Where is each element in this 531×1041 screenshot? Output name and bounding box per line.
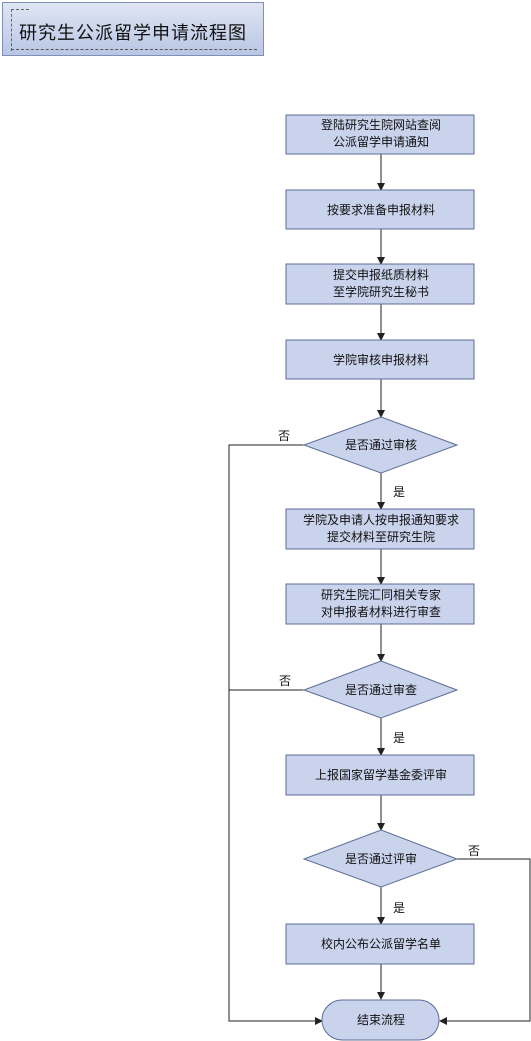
node-n1-line1: 登陆研究生院网站查阅 (321, 117, 441, 132)
node-n1: 登陆研究生院网站查阅 公派留学申请通知 (285, 114, 475, 155)
label-no-3: 否 (468, 844, 480, 858)
node-n2: 按要求准备申报材料 (285, 189, 475, 230)
node-n4-line1: 学院审核申报材料 (333, 352, 429, 367)
node-n5: 学院及申请人按申报通知要求 提交材料至研究生院 (285, 508, 475, 550)
node-n1-line2: 公派留学申请通知 (333, 134, 429, 149)
decision-d3: 是否通过评审 (302, 829, 459, 888)
node-n5-line2: 提交材料至研究生院 (327, 529, 435, 544)
label-yes-1: 是 (393, 485, 405, 499)
label-yes-2: 是 (393, 731, 405, 745)
node-n6-line1: 研究生院汇同相关专家 (321, 587, 441, 602)
terminal-end: 结束流程 (321, 999, 440, 1041)
node-n3-line2: 至学院研究生秘书 (333, 284, 429, 299)
title-underline (11, 49, 257, 50)
node-n7: 上报国家留学基金委评审 (285, 754, 475, 796)
terminal-end-text: 结束流程 (357, 1012, 405, 1027)
connectors (228, 154, 531, 1025)
decision-d3-text: 是否通过评审 (345, 851, 417, 866)
node-n6: 研究生院汇同相关专家 对申报者材料进行审查 (285, 583, 475, 625)
node-n8-line1: 校内公布公派留学名单 (321, 936, 441, 951)
decision-d2: 是否通过审查 (302, 660, 459, 719)
edge-d3-no (439, 858, 531, 1025)
page-title: 研究生公派留学申请流程图 (19, 23, 247, 44)
node-n6-line2: 对申报者材料进行审查 (321, 604, 441, 619)
node-n5-line1: 学院及申请人按申报通知要求 (303, 512, 459, 527)
node-n7-line1: 上报国家留学基金委评审 (315, 767, 447, 782)
edge-d1-no (228, 444, 323, 1025)
title-box: 研究生公派留学申请流程图 (2, 2, 264, 56)
title-corner-line-top (11, 9, 29, 10)
node-n2-line1: 按要求准备申报材料 (327, 202, 435, 217)
decision-d1-text: 是否通过审核 (345, 437, 417, 452)
decision-d1: 是否通过审核 (302, 416, 459, 474)
label-no-1: 否 (278, 429, 290, 443)
node-n3: 提交申报纸质材料 至学院研究生秘书 (285, 263, 475, 305)
label-no-2: 否 (279, 674, 291, 688)
label-yes-3: 是 (393, 901, 405, 915)
title-corner-line (11, 9, 12, 51)
node-n4: 学院审核申报材料 (285, 339, 475, 380)
node-n8: 校内公布公派留学名单 (285, 923, 475, 965)
decision-d2-text: 是否通过审查 (345, 682, 417, 697)
node-n3-line1: 提交申报纸质材料 (333, 267, 429, 282)
